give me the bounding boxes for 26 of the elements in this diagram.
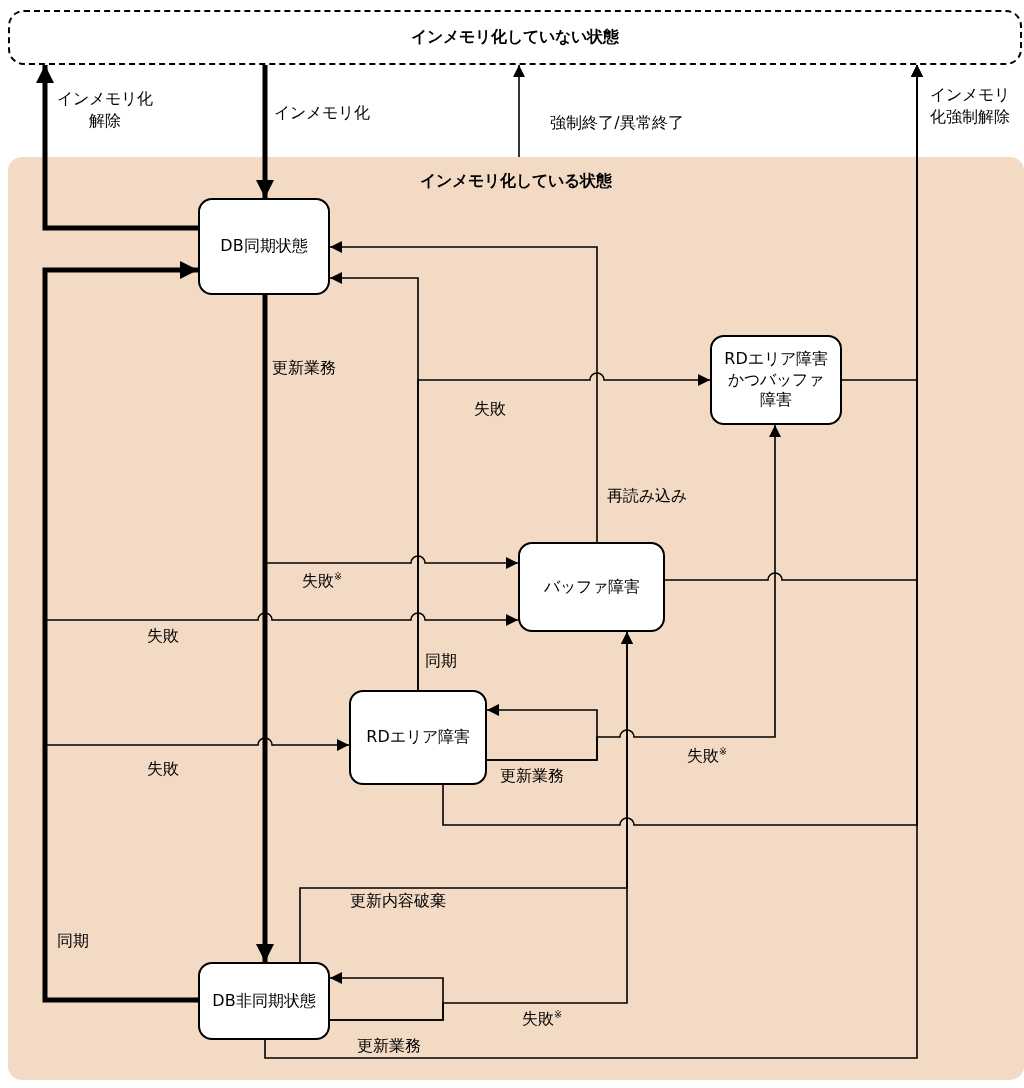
edge-label: 失敗	[472, 398, 508, 420]
arrow	[36, 65, 198, 231]
arrow	[42, 261, 198, 1003]
state-box: DB非同期状態	[198, 962, 330, 1040]
edge-label: 失敗$^{※}$	[300, 570, 345, 592]
state-box: RDエリア障害かつバッファ障害	[710, 335, 842, 425]
region-title: インメモリ化している状態	[420, 171, 612, 192]
edge-label: インメモリ化	[272, 102, 372, 124]
arrow	[417, 372, 711, 691]
arrow	[513, 64, 525, 158]
edge-label: 失敗$^{※}$	[520, 1008, 565, 1030]
edge-label: 失敗$^{※}$	[685, 745, 730, 767]
state-box: RDエリア障害	[349, 690, 487, 785]
arrow	[329, 241, 598, 543]
state-box: バッファ障害	[518, 542, 665, 632]
arrow	[486, 424, 781, 761]
state-box: インメモリ化していない状態	[8, 10, 1022, 65]
arrow	[256, 295, 274, 962]
state-region	[8, 157, 1024, 1080]
edge-label: 失敗	[145, 625, 181, 647]
edge-label: 失敗	[145, 758, 181, 780]
state-box: DB同期状態	[198, 198, 330, 295]
arrow	[44, 737, 350, 1001]
arrow	[264, 64, 923, 1059]
arrow	[256, 65, 274, 198]
arrow	[299, 631, 633, 963]
